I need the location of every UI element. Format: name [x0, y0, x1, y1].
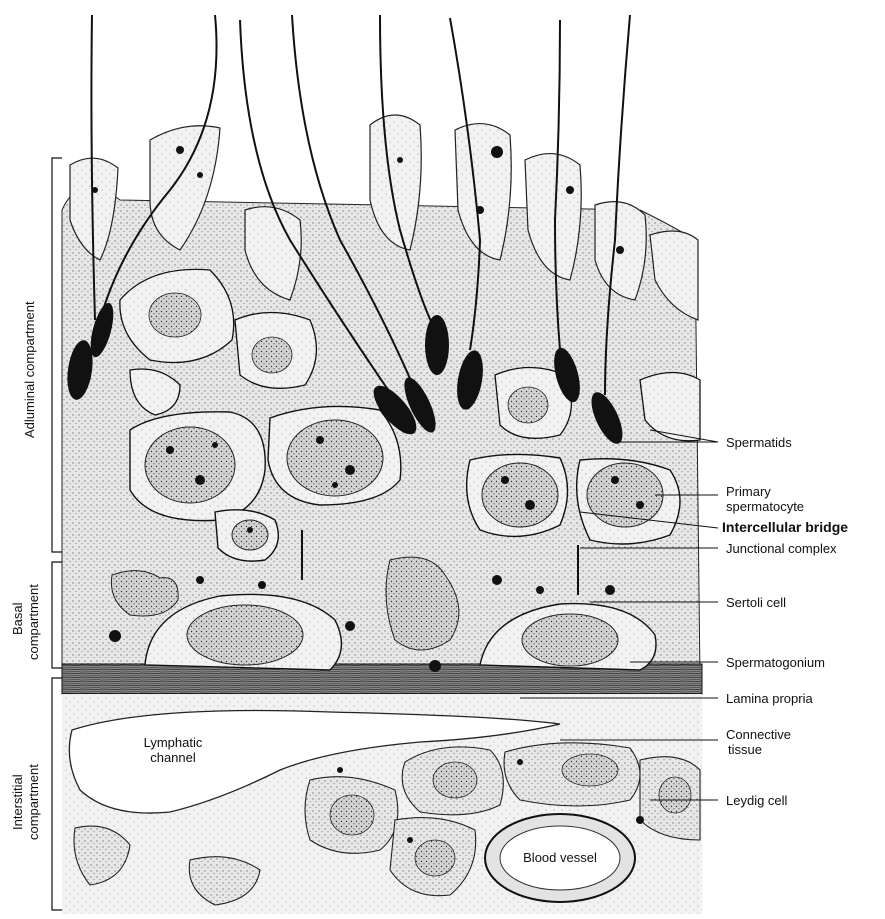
- label-leydig-cell: Leydig cell: [726, 793, 787, 808]
- label-lymphatic-channel-line1: Lymphatic: [128, 735, 218, 750]
- label-lymphatic-channel-line2: channel: [128, 750, 218, 765]
- label-primary-spermatocyte-line1: Primary: [726, 484, 771, 499]
- label-blood-vessel: Blood vessel: [495, 850, 625, 865]
- label-spermatogonium: Spermatogonium: [726, 655, 825, 670]
- label-sertoli-cell: Sertoli cell: [726, 595, 786, 610]
- label-spermatids: Spermatids: [726, 435, 792, 450]
- label-interstitial-compartment-line1: Interstitial: [10, 774, 25, 830]
- label-adluminal-compartment: Adluminal compartment: [22, 301, 37, 438]
- label-lamina-propria: Lamina propria: [726, 691, 813, 706]
- label-connective-tissue-line1: Connective: [726, 727, 791, 742]
- label-basal-compartment-line1: Basal: [10, 602, 25, 635]
- label-connective-tissue-line2: tissue: [728, 742, 762, 757]
- label-basal-compartment-line2: compartment: [26, 584, 41, 660]
- compartment-brackets: [52, 158, 62, 910]
- label-interstitial-compartment-line2: compartment: [26, 764, 41, 840]
- label-intercellular-bridge: Intercellular bridge: [722, 520, 848, 535]
- label-primary-spermatocyte-line2: spermatocyte: [726, 499, 804, 514]
- label-junctional-complex: Junctional complex: [726, 541, 837, 556]
